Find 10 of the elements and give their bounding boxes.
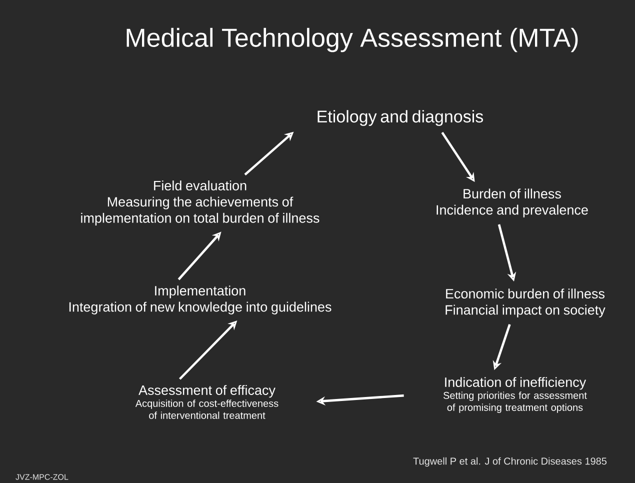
step-text: Economic burden of illness Financial impact on society — [446, 288, 606, 318]
step-text: Field evaluation Measuring the achievements of implementation on total burden of illness — [81, 180, 320, 226]
step-text: Burden of illness Incidence and prevalence — [436, 188, 588, 218]
slide-title: Medical Technology Assessment (MTA) — [126, 28, 578, 52]
step-text: Assessment of efficacy Acquisition of cost-effectiveness of interventional treatment — [135, 385, 278, 419]
step-text: Implementation Integration of new knowledge into guidelines — [69, 286, 332, 314]
note-text: JVZ-MPC-ZOL — [16, 474, 68, 480]
step-text: Etiology and diagnosis — [318, 110, 484, 126]
step-text: Indication of inefficiency Setting priorities for assessment of promising treatment options — [443, 377, 587, 413]
note-text: Tugwell P et al. J of Chronic Diseases 1985 — [413, 457, 607, 467]
